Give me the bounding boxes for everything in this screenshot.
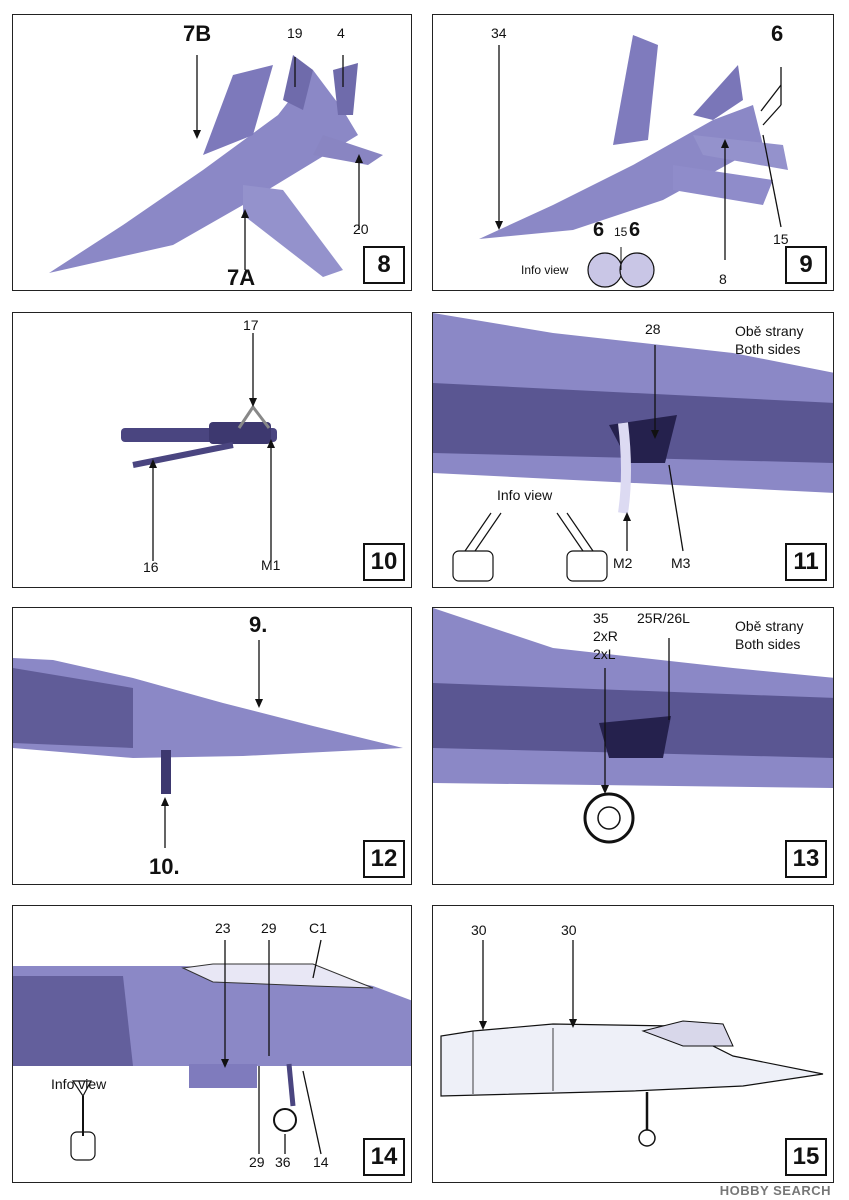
info-view-label: Info view bbox=[521, 263, 569, 277]
info-view-label: Info view bbox=[51, 1076, 107, 1092]
panel-step-12: 9. 10. 12 bbox=[12, 607, 412, 885]
panel-step-9: 34 6 15 8 Info view 6 15 6 9 bbox=[432, 14, 834, 291]
note-both-sides-cz: Obě strany bbox=[735, 618, 804, 634]
part-label-17: 17 bbox=[243, 317, 259, 333]
step-ref-10: 10. bbox=[149, 854, 180, 879]
step-number: 15 bbox=[785, 1138, 827, 1176]
nozzle-view-right bbox=[619, 252, 655, 288]
part-label-4: 4 bbox=[337, 25, 345, 41]
part-label-c1: C1 bbox=[309, 920, 327, 936]
nose-gear-install-drawing bbox=[13, 640, 403, 848]
note-both-sides-en: Both sides bbox=[735, 636, 801, 652]
part-label-m3: M3 bbox=[671, 555, 691, 571]
info-part-6-left: 6 bbox=[593, 219, 605, 241]
main-wheel-install-drawing bbox=[433, 608, 833, 844]
part-label-30-rear: 30 bbox=[471, 922, 487, 938]
part-label-29-bottom: 29 bbox=[249, 1154, 265, 1170]
watermark-logo: HOBBY SEARCH bbox=[719, 1183, 831, 1198]
panel-step-14: 23 29 C1 Info view 29 36 14 14 bbox=[12, 905, 412, 1183]
part-label-34: 34 bbox=[491, 25, 507, 41]
part-label-23: 23 bbox=[215, 920, 231, 936]
part-label-29-top: 29 bbox=[261, 920, 277, 936]
panel-step-15: 30 30 15 bbox=[432, 905, 834, 1183]
part-label-6: 6 bbox=[771, 21, 784, 46]
step-ref-9: 9. bbox=[249, 612, 268, 637]
info-part-6-right: 6 bbox=[629, 219, 641, 241]
part-qty-2xl: 2xL bbox=[593, 646, 616, 662]
part-label-m2: M2 bbox=[613, 555, 633, 571]
part-label-19: 19 bbox=[287, 25, 303, 41]
step-number: 11 bbox=[785, 543, 827, 581]
part-label-25r-26l: 25R/26L bbox=[637, 610, 690, 626]
step-number: 10 bbox=[363, 543, 405, 581]
step-number: 13 bbox=[785, 840, 827, 878]
panel-step-11: 28 Obě strany Both sides Info view M2 M3… bbox=[432, 312, 834, 588]
aircraft-underside-drawing bbox=[479, 35, 788, 288]
part-label-35: 35 bbox=[593, 610, 609, 626]
aircraft-top-view-drawing bbox=[49, 55, 383, 277]
panel-step-8: 7B 19 4 20 7A 8 bbox=[12, 14, 412, 291]
part-label-15: 15 bbox=[773, 231, 789, 247]
info-view-label: Info view bbox=[497, 487, 553, 503]
fuselage-line-drawing bbox=[440, 940, 824, 1147]
part-label-7b: 7B bbox=[183, 21, 212, 46]
panel-step-13: 35 2xR 2xL 25R/26L Obě strany Both sides… bbox=[432, 607, 834, 885]
step-number: 8 bbox=[363, 246, 405, 284]
gear-bay-drawing bbox=[433, 313, 833, 582]
part-label-14: 14 bbox=[313, 1154, 329, 1170]
landing-gear-leg-drawing bbox=[121, 333, 277, 561]
part-label-m1: M1 bbox=[261, 557, 281, 573]
note-both-sides-en: Both sides bbox=[735, 341, 801, 357]
part-label-28: 28 bbox=[645, 321, 661, 337]
step-number: 14 bbox=[363, 1138, 405, 1176]
note-both-sides-cz: Obě strany bbox=[735, 323, 804, 339]
step-number: 12 bbox=[363, 840, 405, 878]
canopy-gear-drawing bbox=[13, 939, 411, 1161]
part-qty-2xr: 2xR bbox=[593, 628, 618, 644]
panel-step-10: 17 16 M1 10 bbox=[12, 312, 412, 588]
part-label-8: 8 bbox=[719, 271, 727, 287]
part-label-16: 16 bbox=[143, 559, 159, 575]
part-label-20: 20 bbox=[353, 221, 369, 237]
part-label-7a: 7A bbox=[227, 265, 256, 290]
nozzle-view-left bbox=[587, 252, 623, 288]
step-number: 9 bbox=[785, 246, 827, 284]
part-label-36: 36 bbox=[275, 1154, 291, 1170]
part-label-30-front: 30 bbox=[561, 922, 577, 938]
info-part-15: 15 bbox=[614, 225, 628, 239]
